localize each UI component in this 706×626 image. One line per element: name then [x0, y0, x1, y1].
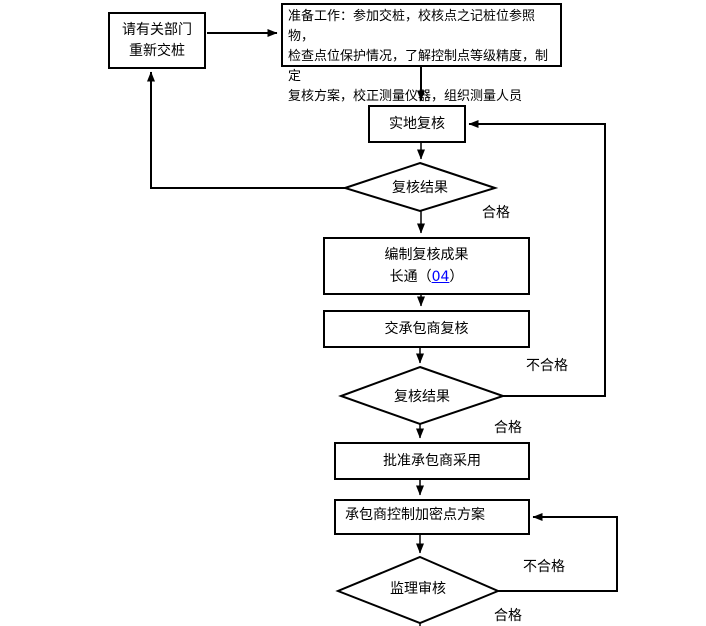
- edge-label-qualified-3: 合格: [494, 608, 522, 624]
- contractor-densification-plan-label: 承包商控制加密点方案: [345, 507, 485, 523]
- edge-label-qualified-1: 合格: [482, 205, 510, 221]
- process-box-request-repile: 请有关部门 重新交桩: [108, 12, 206, 69]
- process-box-compile-results: 编制复核成果 长通（04）: [323, 237, 530, 295]
- process-box-preparation: 准备工作：参加交桩，校核点之记桩位参照物， 检查点位保护情况，了解控制点等级精度…: [281, 3, 562, 104]
- preparation-line-2: 检查点位保护情况，了解控制点等级精度，制定: [288, 49, 549, 84]
- compile-results-form-suffix: ）: [449, 269, 464, 285]
- approve-contractor-use-label: 批准承包商采用: [383, 452, 481, 469]
- process-box-submit-contractor-review: 交承包商复核: [323, 310, 530, 348]
- process-box-field-review: 实地复核: [368, 105, 466, 143]
- compile-results-line-1: 编制复核成果: [384, 247, 469, 263]
- request-repile-line-1: 请有关部门: [122, 21, 192, 38]
- compile-results-form-prefix: 长通（: [389, 269, 432, 285]
- connector-review-result-1-fail-to-request: [147, 71, 345, 189]
- request-repile-line-2: 重新交桩: [129, 42, 185, 59]
- preparation-line-1: 准备工作：参加交桩，校核点之记桩位参照物，: [288, 9, 536, 44]
- process-box-contractor-densification-plan: 承包商控制加密点方案: [334, 499, 530, 535]
- connector-supervisor-review-fail-to-contractor-plan: [498, 513, 618, 592]
- compile-results-line-2: 长通（04）: [390, 266, 464, 288]
- decision-diamond-review-result-2: [338, 365, 507, 426]
- changtong-04-link[interactable]: 04: [431, 269, 450, 285]
- process-box-approve-contractor-use: 批准承包商采用: [334, 442, 530, 480]
- submit-contractor-review-label: 交承包商复核: [384, 320, 469, 337]
- decision-diamond-supervisor-review: [335, 555, 501, 625]
- edge-label-unqualified-3: 不合格: [523, 559, 565, 575]
- connector-review-result-2-fail-to-field-review: [468, 120, 606, 397]
- decision-diamond-review-result-1: [341, 161, 499, 213]
- edge-label-qualified-2: 合格: [494, 420, 522, 436]
- field-review-label: 实地复核: [389, 115, 445, 132]
- edge-label-unqualified-2: 不合格: [526, 358, 568, 374]
- preparation-line-3: 复核方案，校正测量仪器，组织测量人员: [288, 89, 523, 104]
